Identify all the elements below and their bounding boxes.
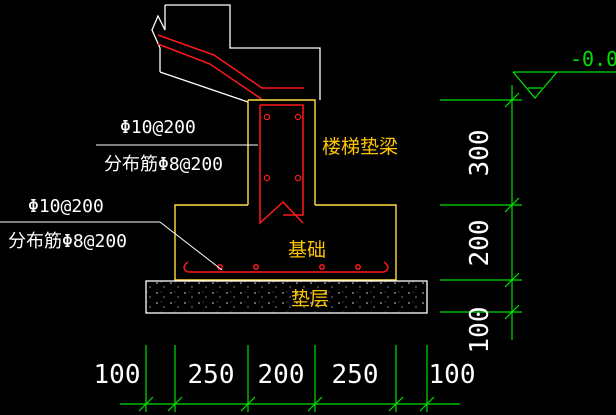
cushion-layer — [145, 280, 428, 314]
horizontal-dimension — [120, 345, 460, 412]
beam-bar — [263, 174, 271, 182]
stair-pad-beam-label: 楼梯垫梁 — [322, 136, 398, 158]
dim-horizontal-3: 200 — [258, 360, 305, 390]
beam-rebar-dist-label: 分布筋Φ8@200 — [104, 154, 223, 175]
foundation-rebar-dist-label: 分布筋Φ8@200 — [8, 231, 127, 252]
beam-rebar-main-label: Φ10@200 — [120, 117, 196, 138]
dim-horizontal-2: 250 — [188, 360, 235, 390]
level-value: -0.0 — [570, 47, 616, 71]
foundation-rebar-main-label: Φ10@200 — [28, 196, 104, 217]
foundation-rebar — [183, 261, 389, 273]
dim-vertical-3: 100 — [465, 307, 495, 354]
beam-bar — [294, 174, 302, 182]
foundation-label: 基础 — [288, 239, 326, 261]
stair-upper-outline — [151, 4, 321, 103]
foundation-rebar-leader-d — [159, 221, 223, 271]
dim-horizontal-4: 250 — [332, 360, 379, 390]
beam-stirrup — [259, 104, 304, 225]
cushion-label: 垫层 — [291, 288, 329, 310]
dim-horizontal-1: 100 — [94, 360, 141, 390]
beam-longitudinal-bars — [263, 113, 302, 182]
stair-pad-beam-outline — [248, 99, 316, 205]
vertical-dimension — [440, 85, 522, 340]
leader-lines — [0, 144, 258, 271]
dim-vertical-1: 300 — [465, 130, 495, 177]
stair-rebar — [157, 34, 304, 101]
beam-bar — [263, 113, 271, 121]
foundation-outline — [174, 204, 397, 281]
dim-horizontal-5: 100 — [429, 360, 476, 390]
dim-vertical-2: 200 — [465, 220, 495, 267]
level-mark — [512, 71, 616, 100]
beam-bar — [294, 113, 302, 121]
